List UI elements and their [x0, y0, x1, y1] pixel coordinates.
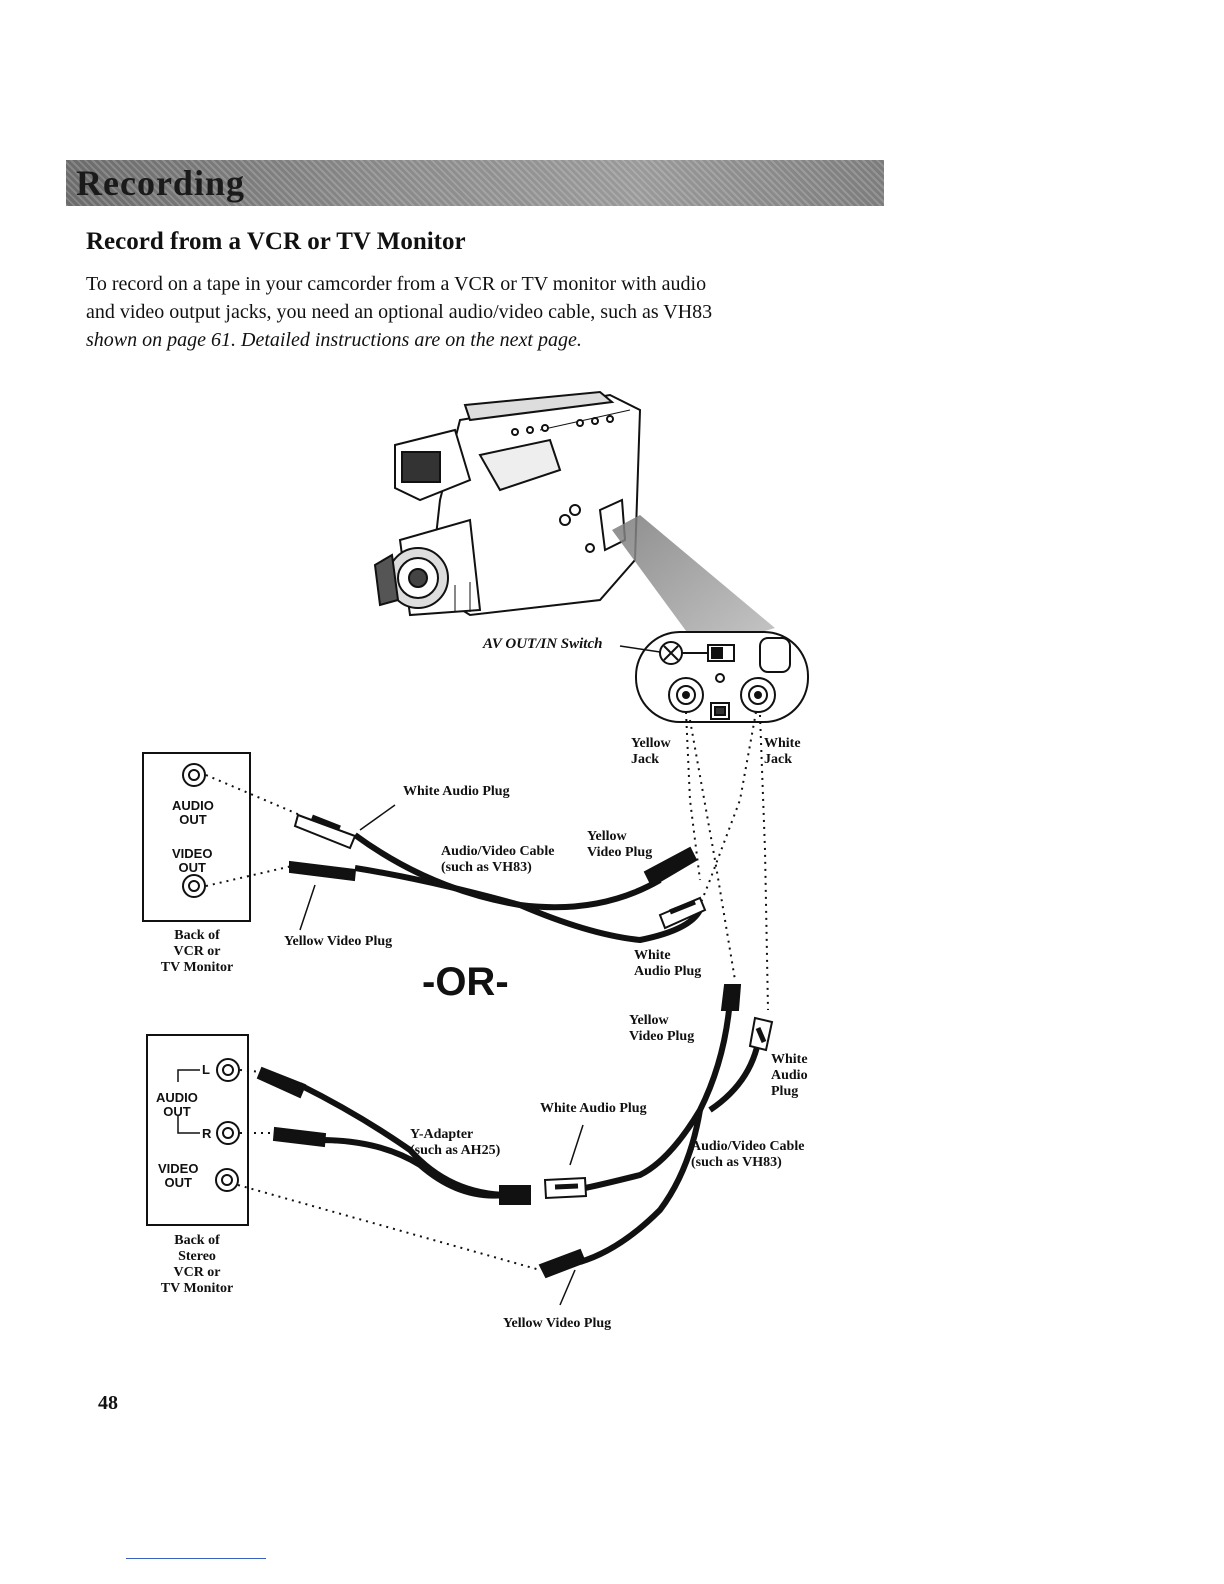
av-switch-label: AV OUT/IN Switch	[483, 636, 602, 652]
yellow-video-plug-label-top: Yellow Video Plug	[587, 829, 653, 860]
page-number: 48	[98, 1392, 118, 1414]
section-banner: Recording	[66, 160, 884, 206]
label-pointers-2	[559, 1124, 584, 1306]
yellow-video-plug-label-2: Yellow Video Plug	[629, 1013, 695, 1044]
intro-line-3: shown on page 61. Detailed instructions …	[86, 329, 582, 351]
av-cable-label-2: Audio/Video Cable (such as VH83)	[691, 1139, 805, 1170]
cable-2-plugs	[538, 984, 774, 1279]
panel2-caption: Back of Stereo VCR or TV Monitor	[160, 1233, 234, 1296]
intro-line-2: and video output jacks, you need an opti…	[86, 301, 713, 323]
av-cable-label-1: Audio/Video Cable (such as VH83)	[441, 844, 555, 875]
white-audio-plug-label-right: White Audio Plug	[634, 948, 702, 979]
section-banner-title: Recording	[76, 163, 245, 203]
white-audio-plug-label-1: White Audio Plug	[403, 784, 510, 799]
yellow-video-plug-label-1: Yellow Video Plug	[284, 934, 393, 949]
av-cable-1	[353, 832, 703, 944]
cable-1-plugs	[289, 813, 707, 930]
panel2-audio-out: AUDIO OUT	[156, 1090, 198, 1119]
yellow-video-plug-label-3: Yellow Video Plug	[503, 1316, 612, 1331]
intro-line-1: To record on a tape in your camcorder fr…	[86, 273, 707, 295]
white-audio-plug-label-2: White Audio Plug	[771, 1052, 808, 1099]
y-adapter-label: Y-Adapter (such as AH25)	[410, 1127, 501, 1158]
panel1-caption: Back of VCR or TV Monitor	[160, 928, 234, 975]
yellow-jack-label: Yellow Jack	[631, 736, 671, 767]
panel2-video-out: VIDEO OUT	[158, 1161, 199, 1190]
zoom-beam	[612, 515, 775, 650]
white-jack-label: White Jack	[764, 736, 801, 767]
footer-rule	[126, 1558, 266, 1559]
y-adapter-cables	[298, 1082, 511, 1199]
panel2-l: L	[202, 1062, 210, 1077]
dotted-panel2-lines	[237, 1069, 541, 1271]
panel1-video-out: VIDEO OUT	[172, 846, 213, 875]
y-adapter-plugs	[256, 1066, 531, 1205]
white-audio-plug-label-3: White Audio Plug	[540, 1101, 647, 1116]
dotted-jack-lines	[685, 711, 769, 1011]
intro-paragraph: To record on a tape in your camcorder fr…	[86, 270, 826, 354]
vcr-panel-1	[142, 752, 251, 922]
vcr-panel-2	[146, 1034, 249, 1226]
label-pointers-1	[299, 804, 396, 931]
panel2-r: R	[202, 1126, 212, 1141]
or-divider: -OR-	[422, 960, 509, 1004]
camcorder-jack-panel	[635, 631, 809, 723]
switch-pointer	[619, 645, 661, 653]
av-switch-text: AV OUT/IN Switch	[483, 636, 603, 652]
panel1-audio-out: AUDIO OUT	[172, 798, 214, 827]
dotted-panel1-lines	[205, 774, 301, 887]
camcorder-illustration	[373, 390, 642, 617]
page-title: Record from a VCR or TV Monitor	[86, 228, 466, 255]
